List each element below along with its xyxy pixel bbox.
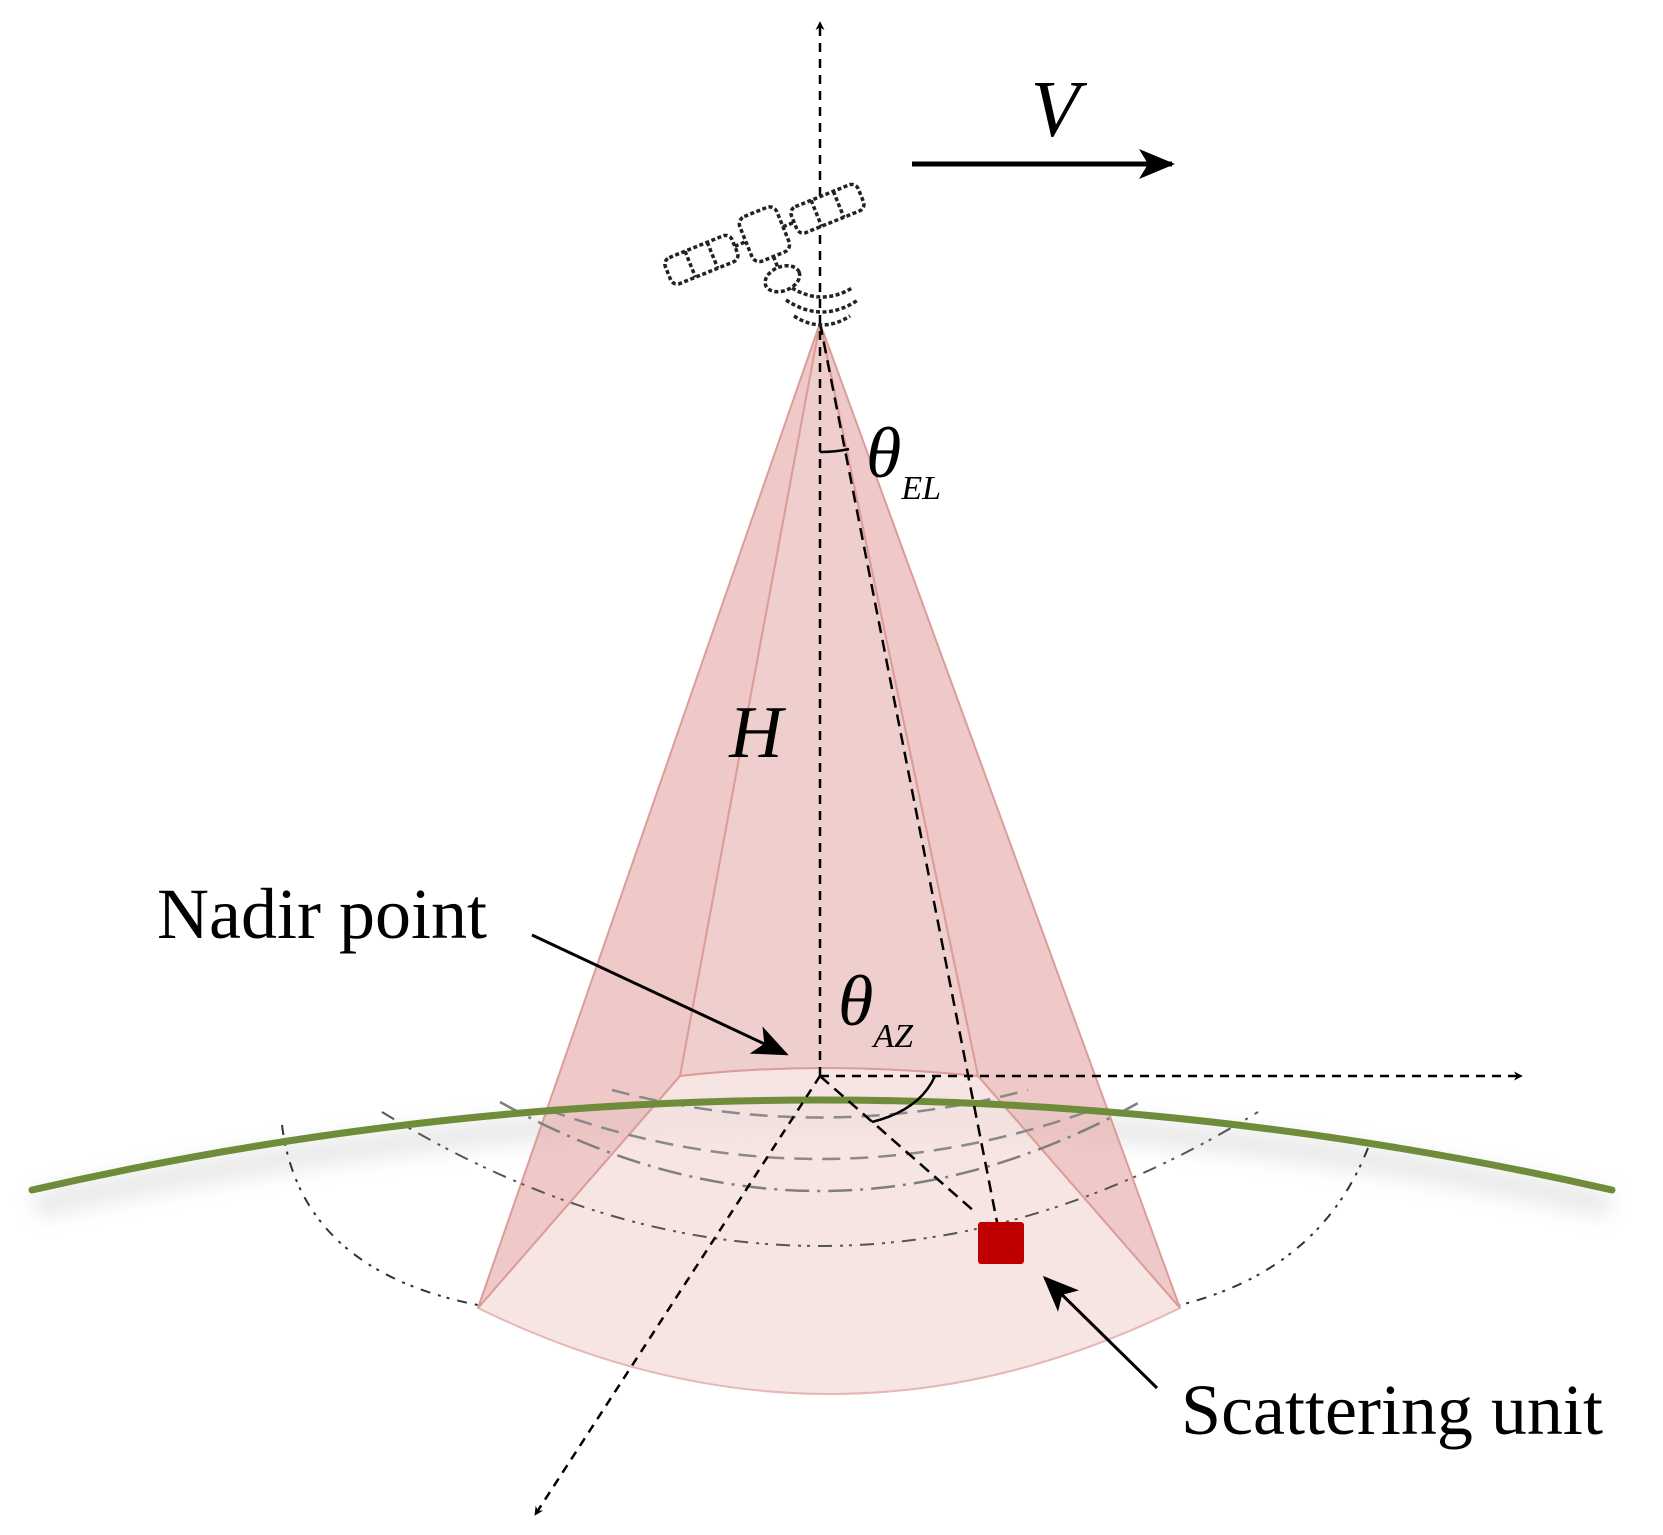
azimuth-angle-arc	[871, 1075, 937, 1124]
height-label: H	[728, 692, 786, 774]
beam-back-face	[678, 322, 980, 1078]
elevation-angle-arc	[819, 447, 850, 454]
velocity-label: V	[1031, 66, 1088, 154]
elevation-angle-label: θEL	[866, 413, 941, 507]
scattering-pointer-arrow	[1042, 1275, 1159, 1390]
signal-waves-icon	[785, 286, 859, 327]
cross-track-axis	[533, 1075, 822, 1516]
satellite-icon	[663, 182, 866, 294]
nadir-pointer-arrow	[531, 933, 789, 1056]
scattering-unit-label: Scattering unit	[1181, 1370, 1603, 1450]
nadir-point-label: Nadir point	[157, 874, 487, 954]
ground-range-line	[819, 1075, 976, 1213]
azimuth-angle-label: θAZ	[838, 961, 914, 1055]
slant-range-line	[818, 322, 999, 1223]
scattering-unit-marker	[978, 1222, 1024, 1264]
earth-surface-curve	[28, 1096, 1616, 1194]
